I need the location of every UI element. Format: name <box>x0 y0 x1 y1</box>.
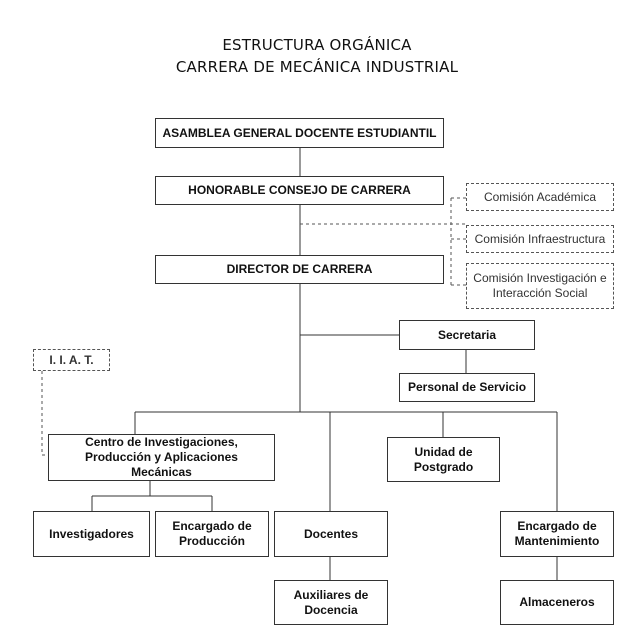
node-encargado-mantenimiento: Encargado de Mantenimiento <box>500 511 614 557</box>
node-comision-academica: Comisión Académica <box>466 183 614 211</box>
node-personal-servicio: Personal de Servicio <box>399 373 535 402</box>
node-almaceneros: Almaceneros <box>500 580 614 625</box>
node-auxiliares-docencia: Auxiliares de Docencia <box>274 580 388 625</box>
node-encargado-produccion: Encargado de Producción <box>155 511 269 557</box>
node-centro-investigaciones: Centro de Investigaciones, Producción y … <box>48 434 275 481</box>
node-secretaria: Secretaria <box>399 320 535 350</box>
chart-title-line-2: CARRERA DE MECÁNICA INDUSTRIAL <box>175 58 459 76</box>
node-docentes: Docentes <box>274 511 388 557</box>
node-director: DIRECTOR DE CARRERA <box>155 255 444 284</box>
node-investigadores: Investigadores <box>33 511 150 557</box>
node-unidad-postgrado: Unidad de Postgrado <box>387 437 500 482</box>
node-iiat: I. I. A. T. <box>33 349 110 371</box>
node-asamblea: ASAMBLEA GENERAL DOCENTE ESTUDIANTIL <box>155 118 444 148</box>
node-comision-investigacion: Comisión Investigación e Interacción Soc… <box>466 263 614 309</box>
node-comision-infraestructura: Comisión Infraestructura <box>466 225 614 253</box>
node-consejo: HONORABLE CONSEJO DE CARRERA <box>155 176 444 205</box>
chart-title-line-1: ESTRUCTURA ORGÁNICA <box>222 36 412 54</box>
